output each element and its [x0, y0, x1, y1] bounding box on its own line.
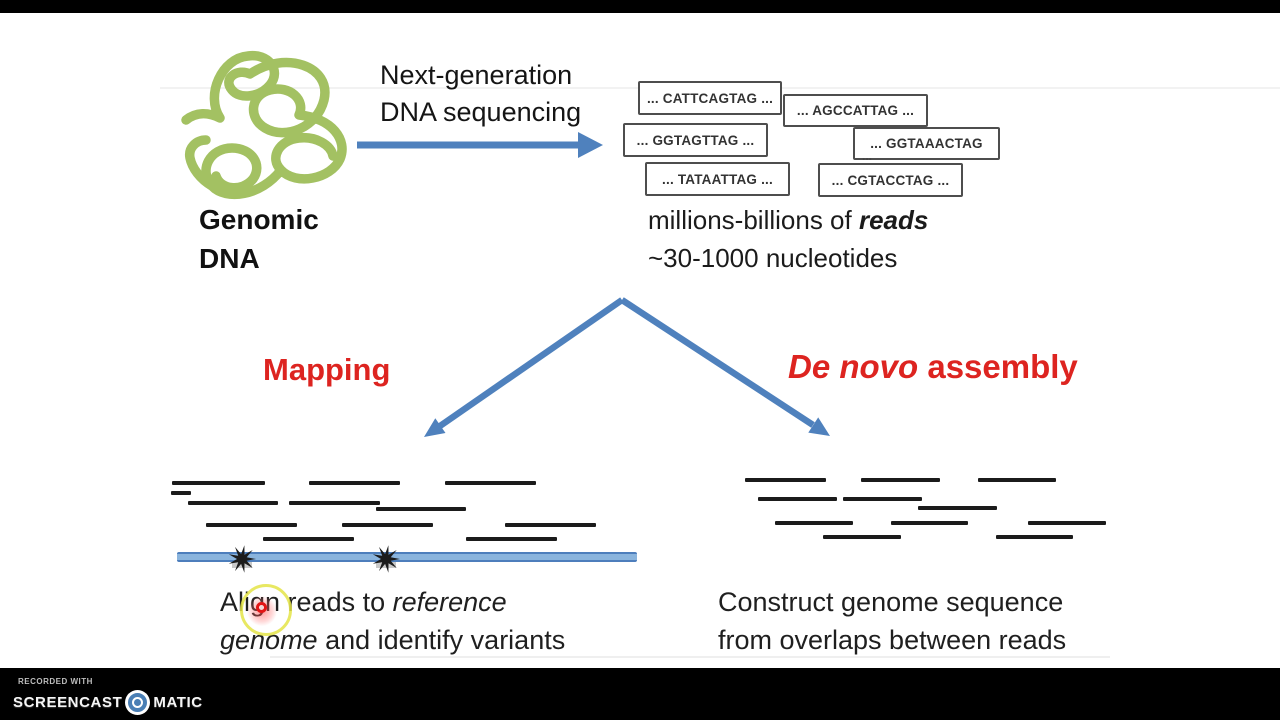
- assembly-read-segment: [1028, 521, 1106, 525]
- assembly-read-segment: [775, 521, 853, 525]
- screencast-o-matic-logo-icon: [125, 690, 151, 715]
- assembly-caption-line2: from overlaps between reads: [718, 625, 1067, 655]
- sequencing-arrow-label: Next-generation DNA sequencing: [380, 57, 581, 131]
- mapping-read-segment: [376, 507, 466, 511]
- variant-marker-shadow: [376, 562, 396, 568]
- slide-artifact-line-bottom: [270, 656, 1110, 658]
- assembly-read-segment: [843, 497, 922, 501]
- assembly-caption-line1: Construct genome sequence: [718, 587, 1064, 617]
- reads-summary: millions-billions of reads ~30-1000 nucl…: [648, 201, 928, 277]
- cursor-pointer-icon: [256, 602, 267, 613]
- reference-genome-line: [177, 552, 637, 562]
- read-box-6: ... CGTACCTAG ...: [818, 163, 963, 197]
- read-box-5: ... TATAATTAG ...: [645, 162, 790, 196]
- mapping-title: Mapping: [263, 352, 391, 387]
- mapping-caption-suffix: and identify variants: [317, 625, 566, 655]
- mapping-read-segment: [206, 523, 297, 527]
- mapping-read-segment: [309, 481, 400, 485]
- genomic-dna-label-line2: DNA: [199, 243, 260, 274]
- watermark-screencast: SCREENCAST: [13, 694, 123, 711]
- read-box-1: ... CATTCAGTAG ...: [638, 81, 782, 115]
- letterbox-bottom: [0, 668, 1280, 720]
- mapping-caption-italic1: reference: [392, 587, 507, 617]
- branch-arrow-left: [424, 297, 624, 437]
- assembly-read-segment: [861, 478, 940, 482]
- screencast-o-matic-watermark: RECORDED WITH SCREENCAST MATIC: [0, 668, 300, 720]
- mapping-read-segment: [263, 537, 354, 541]
- variant-marker-shadow: [232, 562, 252, 568]
- mapping-read-segment: [445, 481, 536, 485]
- assembly-read-segment: [745, 478, 826, 482]
- sequencing-arrow: [357, 132, 603, 158]
- watermark-brand: SCREENCAST MATIC: [13, 690, 203, 715]
- letterbox-top: [0, 0, 1280, 13]
- read-box-ellipsis: ...: [862, 149, 873, 163]
- reads-summary-emphasis: reads: [858, 205, 929, 235]
- read-box-2: ... AGCCATTAG ...: [783, 94, 928, 127]
- sequencing-label-line1: Next-generation: [380, 60, 573, 90]
- assembly-read-segment: [978, 478, 1056, 482]
- genomic-dna-label-line1: Genomic: [199, 204, 319, 235]
- mapping-read-segment: [342, 523, 433, 527]
- mapping-read-segment: [171, 491, 191, 495]
- sequencing-label-line2: DNA sequencing: [380, 97, 582, 127]
- genomic-dna-label: Genomic DNA: [199, 200, 319, 278]
- read-box-4: ... GGTAAACTAG: [853, 127, 1000, 160]
- mapping-read-segment: [289, 501, 380, 505]
- reads-summary-prefix: millions-billions of: [648, 205, 859, 235]
- assembly-read-segment: [758, 497, 837, 501]
- reads-summary-line2: ~30-1000 nucleotides: [648, 243, 898, 273]
- assembly-read-segment: [918, 506, 997, 510]
- assembly-caption: Construct genome sequence from overlaps …: [718, 583, 1066, 659]
- mapping-read-segment: [172, 481, 265, 485]
- denovo-assembly-title: De novo assembly: [788, 348, 1078, 386]
- watermark-matic: MATIC: [153, 694, 203, 711]
- cursor-highlight-ring: [240, 584, 292, 636]
- denovo-title-italic: De novo: [788, 348, 919, 385]
- genomic-dna-drawing: [181, 51, 347, 200]
- assembly-read-segment: [996, 535, 1073, 539]
- assembly-read-segment: [823, 535, 901, 539]
- mapping-read-segment: [466, 537, 557, 541]
- read-box-3: ... GGTAGTTAG ...: [623, 123, 768, 157]
- assembly-read-segment: [891, 521, 968, 525]
- mapping-read-segment: [505, 523, 596, 527]
- denovo-title-regular: assembly: [918, 348, 1078, 385]
- mapping-read-segment: [188, 501, 278, 505]
- watermark-recorded-with: RECORDED WITH: [18, 677, 93, 686]
